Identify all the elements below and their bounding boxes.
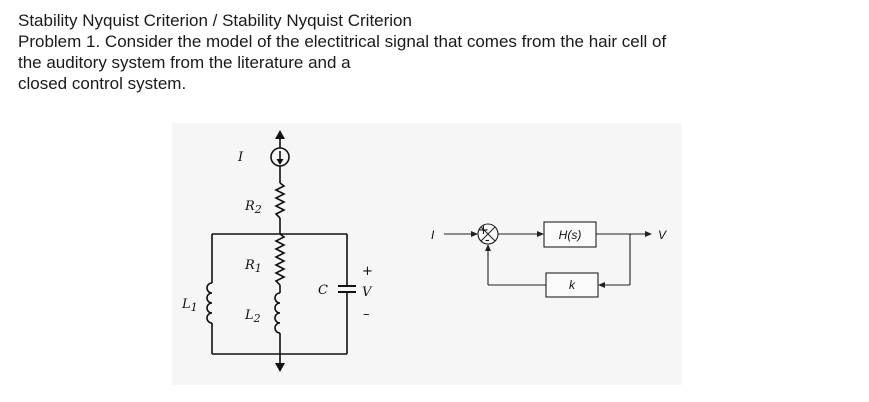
r2-label: R2 bbox=[244, 199, 262, 216]
summing-junction-icon bbox=[477, 223, 499, 245]
inductor-l2 bbox=[274, 292, 281, 334]
problem-line-3: closed control system. bbox=[18, 74, 187, 93]
feedback-block-label: k bbox=[569, 278, 576, 292]
problem-line-2: the auditory system from the literature … bbox=[18, 53, 351, 72]
resistor-r2 bbox=[274, 182, 286, 219]
circuit-diagram: I R2 L1 R1 L2 bbox=[181, 130, 373, 372]
figure: I R2 L1 R1 L2 bbox=[172, 123, 682, 385]
feedback-block-k bbox=[545, 272, 599, 298]
block-diagram: I + - H(s) V bbox=[431, 221, 667, 298]
r1-label: R1 bbox=[244, 258, 262, 275]
l2-label: L2 bbox=[244, 308, 261, 325]
voltage-minus: – bbox=[363, 307, 370, 322]
forward-block-h bbox=[543, 221, 597, 248]
capacitor-label: C bbox=[318, 283, 328, 298]
l1-label: L1 bbox=[181, 297, 198, 314]
voltage-label: V bbox=[362, 285, 373, 300]
problem-text: Stability Nyquist Criterion / Stability … bbox=[18, 10, 858, 94]
inductor-l1 bbox=[206, 282, 213, 324]
sum-plus-sign: + bbox=[478, 223, 489, 238]
top-arrow-icon bbox=[275, 130, 285, 139]
resistor-r1 bbox=[274, 233, 286, 286]
sum-minus-sign: - bbox=[485, 233, 490, 248]
current-source-label: I bbox=[237, 150, 244, 165]
figure-svg: I R2 L1 R1 L2 bbox=[172, 123, 682, 385]
bottom-arrow-icon bbox=[275, 363, 285, 372]
problem-line-1: Problem 1. Consider the model of the ele… bbox=[18, 32, 667, 51]
voltage-plus: + bbox=[362, 264, 373, 279]
input-label: I bbox=[431, 228, 435, 242]
forward-block-label: H(s) bbox=[559, 228, 582, 242]
output-label: V bbox=[658, 228, 667, 242]
title-line: Stability Nyquist Criterion / Stability … bbox=[18, 11, 412, 30]
